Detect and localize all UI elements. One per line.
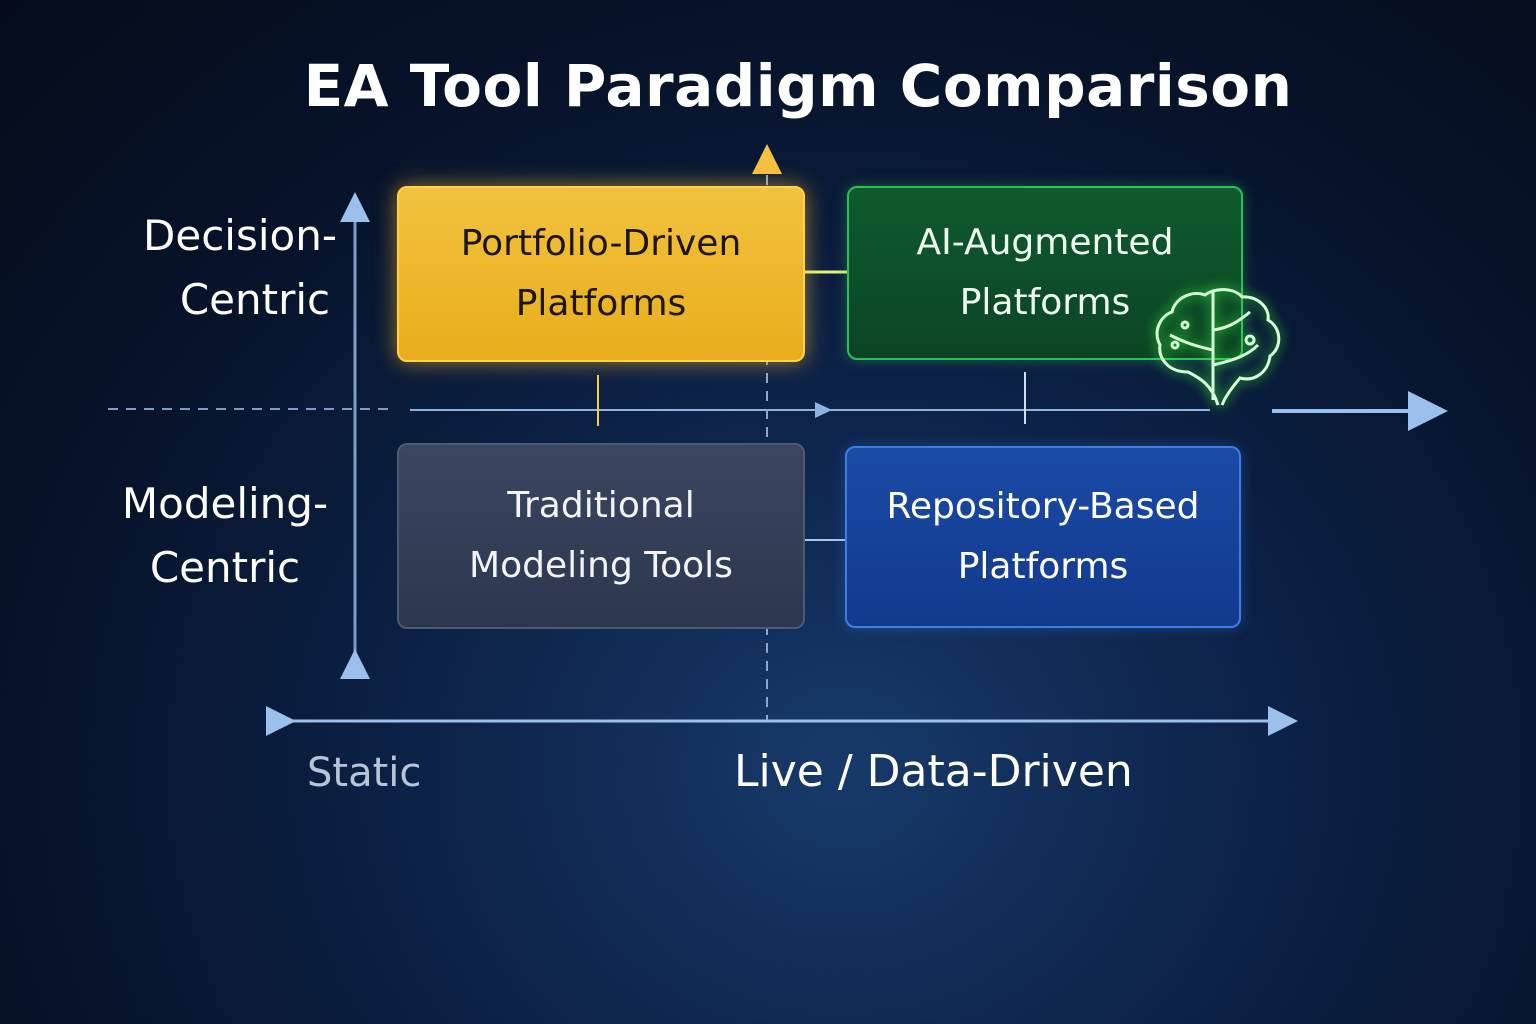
- quadrant-traditional-modeling: Traditional Modeling Tools: [397, 443, 805, 629]
- quadrant-label: Platforms: [959, 282, 1131, 323]
- y-top-line-1: Decision-: [143, 211, 337, 260]
- diagram-title: EA Tool Paradigm Comparison: [303, 52, 1293, 120]
- y-top-line-2: Centric: [179, 275, 331, 324]
- quadrant-label: Traditional: [507, 485, 695, 526]
- quadrant-label: Portfolio-Driven: [460, 223, 742, 264]
- quadrant-label: Modeling Tools: [469, 545, 733, 586]
- quadrant-label: Platforms: [957, 546, 1129, 587]
- x-axis-left-label: Static: [307, 750, 422, 796]
- quadrant-label: Repository-Based: [886, 486, 1200, 527]
- quadrant-ai-augmented: AI-Augmented Platforms: [847, 186, 1243, 360]
- x-axis-right-label: Live / Data-Driven: [734, 746, 1133, 797]
- y-axis-top-label: Decision- Centric: [130, 204, 350, 332]
- quadrant-portfolio-driven: Portfolio-Driven Platforms: [397, 186, 805, 362]
- y-axis-bottom-label: Modeling- Centric: [105, 472, 345, 600]
- y-bottom-line-1: Modeling-: [121, 479, 329, 528]
- quadrant-label: Platforms: [515, 283, 687, 324]
- y-bottom-line-2: Centric: [149, 543, 301, 592]
- quadrant-repository-based: Repository-Based Platforms: [845, 446, 1241, 628]
- quadrant-label: AI-Augmented: [916, 222, 1174, 263]
